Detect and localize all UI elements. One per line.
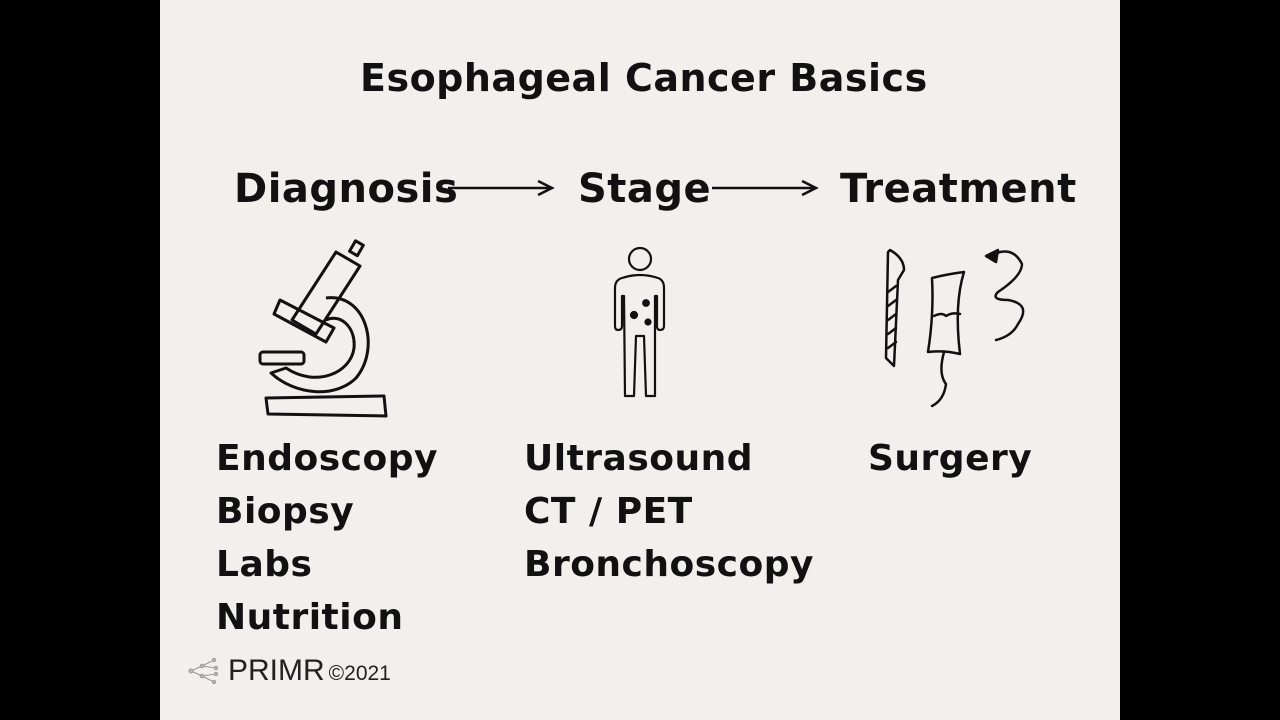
treatment-list: Surgery (868, 432, 1032, 485)
step-treatment: Treatment (840, 166, 1077, 212)
list-item: Endoscopy (216, 438, 438, 479)
surgery-tools-icon (884, 248, 1025, 408)
primr-logo: PRIMR ©2021 (188, 654, 391, 688)
stage-list: Ultrasound CT / PET Bronchoscopy (524, 432, 814, 591)
list-item: CT / PET (524, 491, 693, 532)
human-body-icon (613, 246, 666, 398)
list-item: Labs (216, 544, 313, 585)
arrow-right-icon (712, 179, 819, 197)
microscope-icon (258, 239, 388, 418)
brand-name: PRIMR (228, 654, 325, 687)
list-item: Surgery (868, 438, 1033, 479)
network-tree-icon (188, 657, 219, 685)
step-stage: Stage (578, 166, 712, 212)
arrow-right-icon (448, 179, 555, 197)
list-item: Nutrition (216, 597, 404, 638)
list-item: Ultrasound (524, 438, 754, 479)
step-diagnosis: Diagnosis (234, 166, 459, 212)
list-item: Bronchoscopy (524, 544, 814, 585)
diagnosis-list: Endoscopy Biopsy Labs Nutrition (216, 432, 438, 644)
copyright: ©2021 (328, 662, 391, 685)
slide: Esophageal Cancer Basics Diagnosis Stage… (160, 0, 1120, 720)
slide-title: Esophageal Cancer Basics (360, 56, 928, 100)
list-item: Biopsy (216, 491, 355, 532)
